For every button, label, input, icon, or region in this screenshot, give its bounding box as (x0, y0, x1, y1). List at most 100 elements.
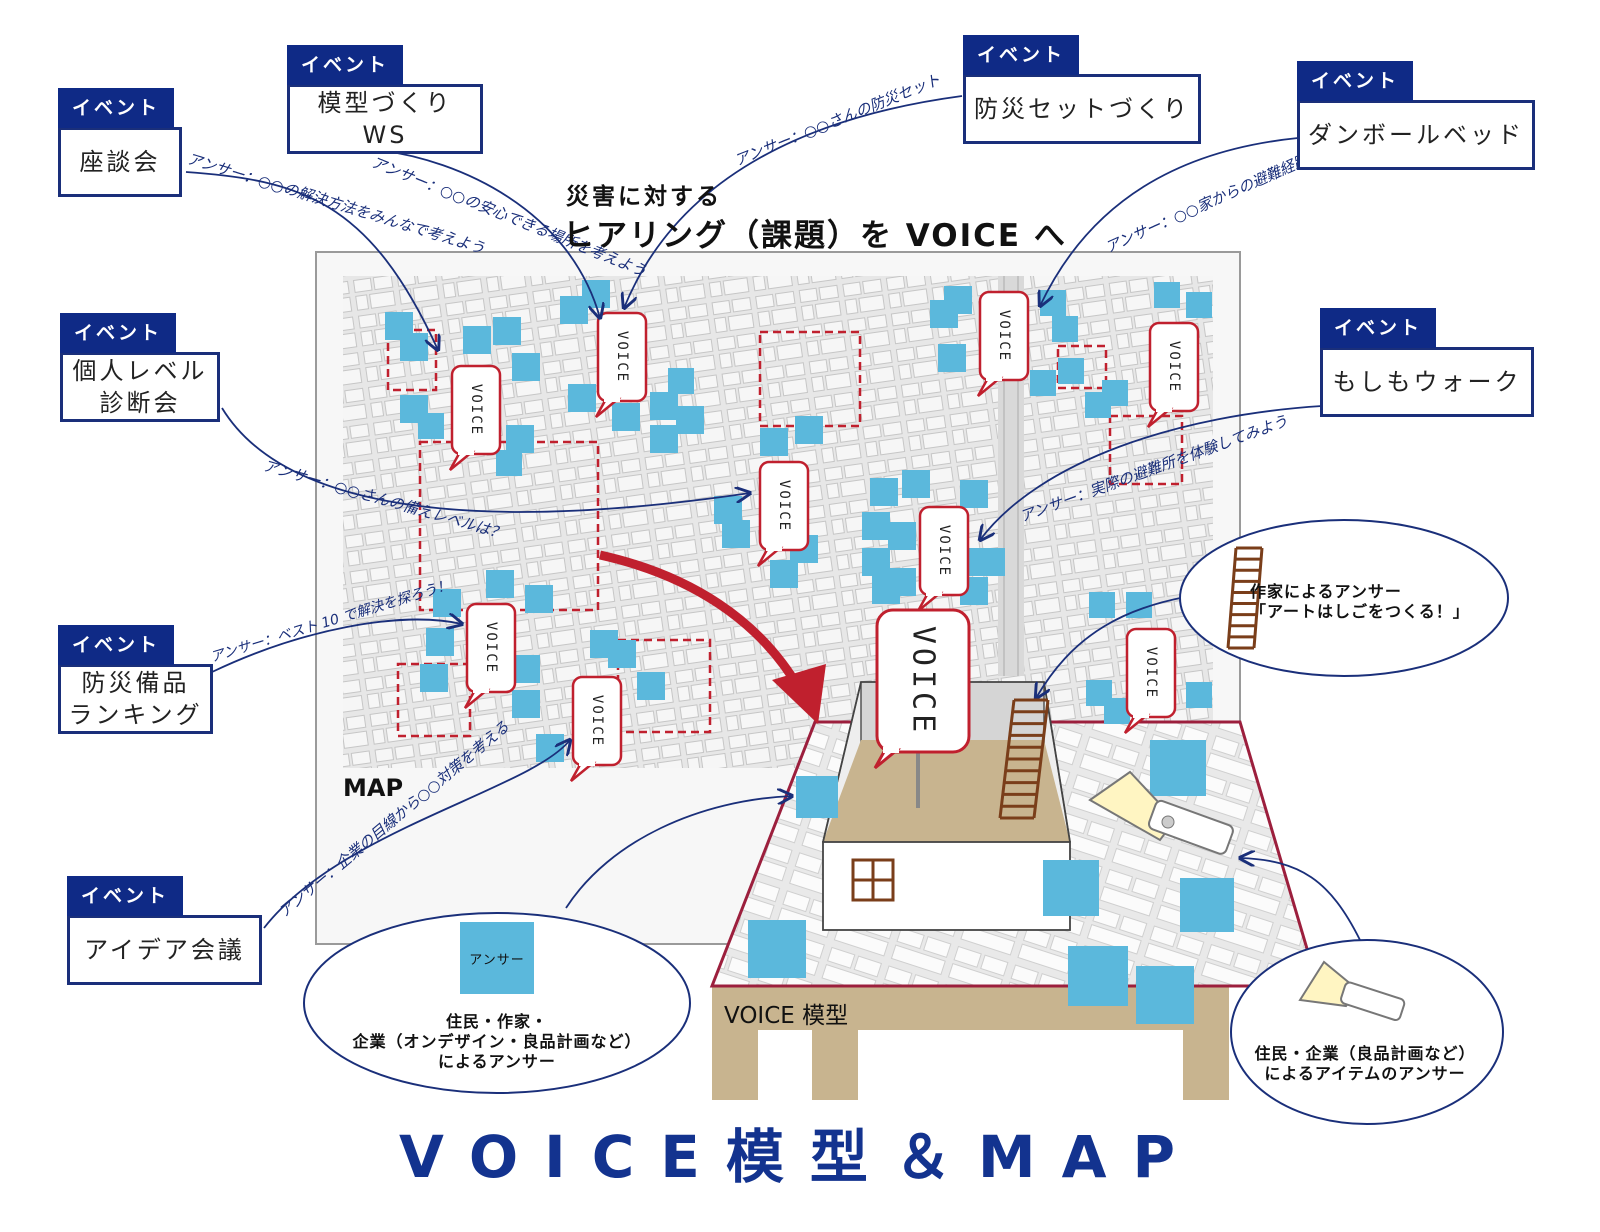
answer-arrow (1040, 137, 1299, 306)
model-leg (712, 1030, 758, 1100)
event-tag: イベント (58, 625, 175, 665)
answer-square (1030, 370, 1056, 396)
house-front-wall (822, 841, 1071, 931)
voice-bubble: VOICE (569, 675, 623, 782)
event-zadankai: 座談会 (58, 127, 182, 197)
answer-square-model (796, 776, 838, 818)
heading-line2: ヒアリング（課題）を VOICE へ (563, 218, 1067, 254)
answer-square (637, 672, 665, 700)
model-leg (1183, 1030, 1229, 1100)
answer-square (1089, 592, 1115, 618)
answer-square (650, 392, 678, 420)
answer-square (795, 416, 823, 444)
answer-square (512, 655, 540, 683)
answer-square (1186, 292, 1212, 318)
answer-square (1058, 358, 1084, 384)
voice-bubble-label: VOICE (1143, 647, 1159, 699)
voice-bubble: VOICE (463, 602, 517, 709)
voice-bubble: VOICE (448, 364, 502, 471)
event-bihin: 防災備品 ランキング (58, 664, 213, 734)
voice-bubble-label: VOICE (1166, 341, 1182, 393)
answer-arrow (221, 407, 750, 513)
answer-square (418, 413, 444, 439)
answer-square (1040, 290, 1066, 316)
voice-bubble-label: VOICE (996, 310, 1012, 362)
answer-square (676, 406, 704, 434)
answer-square (486, 570, 514, 598)
answer-square-legend (460, 922, 534, 994)
answer-square-model (1068, 946, 1128, 1006)
answer-arrow (1240, 858, 1361, 941)
voice-bubble-label: VOICE (936, 525, 952, 577)
answer-arrow (263, 740, 570, 929)
answer-square-model (1180, 878, 1234, 932)
answer-arrow (211, 620, 462, 673)
flashlight-small-icon (1298, 960, 1406, 1022)
voice-bubble-label: VOICE (468, 384, 484, 436)
answer-square (870, 478, 898, 506)
heading-line1: 災害に対する (566, 184, 722, 210)
answer-square (568, 384, 596, 412)
ladder-icon (1226, 546, 1264, 650)
voice-bubble: VOICE (594, 311, 648, 418)
answer-arrow (980, 405, 1323, 540)
voice-bubble-label: VOICE (776, 480, 792, 532)
answer-square-model (1136, 966, 1194, 1024)
event-danboru: ダンボールベッド (1297, 100, 1535, 170)
event-tag: イベント (287, 45, 404, 85)
answer-square (960, 480, 988, 508)
answer-square-label: アンサー (469, 953, 525, 968)
answer-square (888, 568, 916, 596)
answer-arrow (377, 149, 600, 318)
voice-bubble-label: VOICE (614, 331, 630, 383)
answer-square (560, 296, 588, 324)
answer-square (668, 368, 694, 394)
event-tag: イベント (60, 313, 177, 353)
event-bousai-set: 防災セットづくり (963, 74, 1201, 144)
answer-label: アンサー：○○さんの防災セット (732, 70, 943, 169)
event-idea: アイデア会議 (67, 915, 262, 985)
event-tag: イベント (1297, 61, 1414, 101)
ellipse-left (303, 912, 691, 1094)
answer-square (722, 520, 750, 548)
voice-bubble-label: VOICE (589, 695, 605, 747)
house-floor (823, 740, 1070, 842)
answer-arrow (624, 95, 963, 308)
answer-square (506, 425, 534, 453)
ellipse-left-text: 住民・作家・ 企業（オンデザイン・良品計画など） によるアンサー (352, 1012, 642, 1071)
answer-square (525, 585, 553, 613)
answer-square (944, 286, 972, 314)
voice-bubble-label: VOICE (906, 626, 941, 736)
answer-square (1104, 698, 1130, 724)
event-mokei: 模型づくり WS (287, 84, 483, 154)
answer-square (463, 326, 491, 354)
answer-square (938, 344, 966, 372)
answer-square (433, 589, 461, 617)
voice-bubble: VOICE (1123, 627, 1177, 734)
answer-label: アンサー：○○の解決方法をみんなで考えよう (185, 150, 487, 258)
answer-square (496, 450, 522, 476)
ladder-icon (998, 698, 1050, 820)
answer-square (512, 353, 540, 381)
event-tag: イベント (58, 88, 175, 128)
event-kojin: 個人レベル 診断会 (60, 352, 220, 422)
answer-square (977, 548, 1005, 576)
event-tag: イベント (963, 35, 1080, 75)
answer-square (426, 628, 454, 656)
big-red-arrow-head (772, 664, 826, 724)
answer-square (1154, 282, 1180, 308)
voice-bubble-label: VOICE (483, 622, 499, 674)
answer-square (770, 560, 798, 588)
event-tag: イベント (1320, 308, 1437, 348)
model-label: VOICE 模型 (724, 1003, 849, 1029)
event-moshimo: もしもウォーク (1320, 347, 1534, 417)
answer-square (888, 522, 916, 550)
model-leg (812, 1030, 858, 1100)
answer-square (420, 664, 448, 692)
answer-square (512, 690, 540, 718)
answer-square (862, 512, 890, 540)
event-tag: イベント (67, 876, 184, 916)
answer-square-model (748, 920, 806, 978)
